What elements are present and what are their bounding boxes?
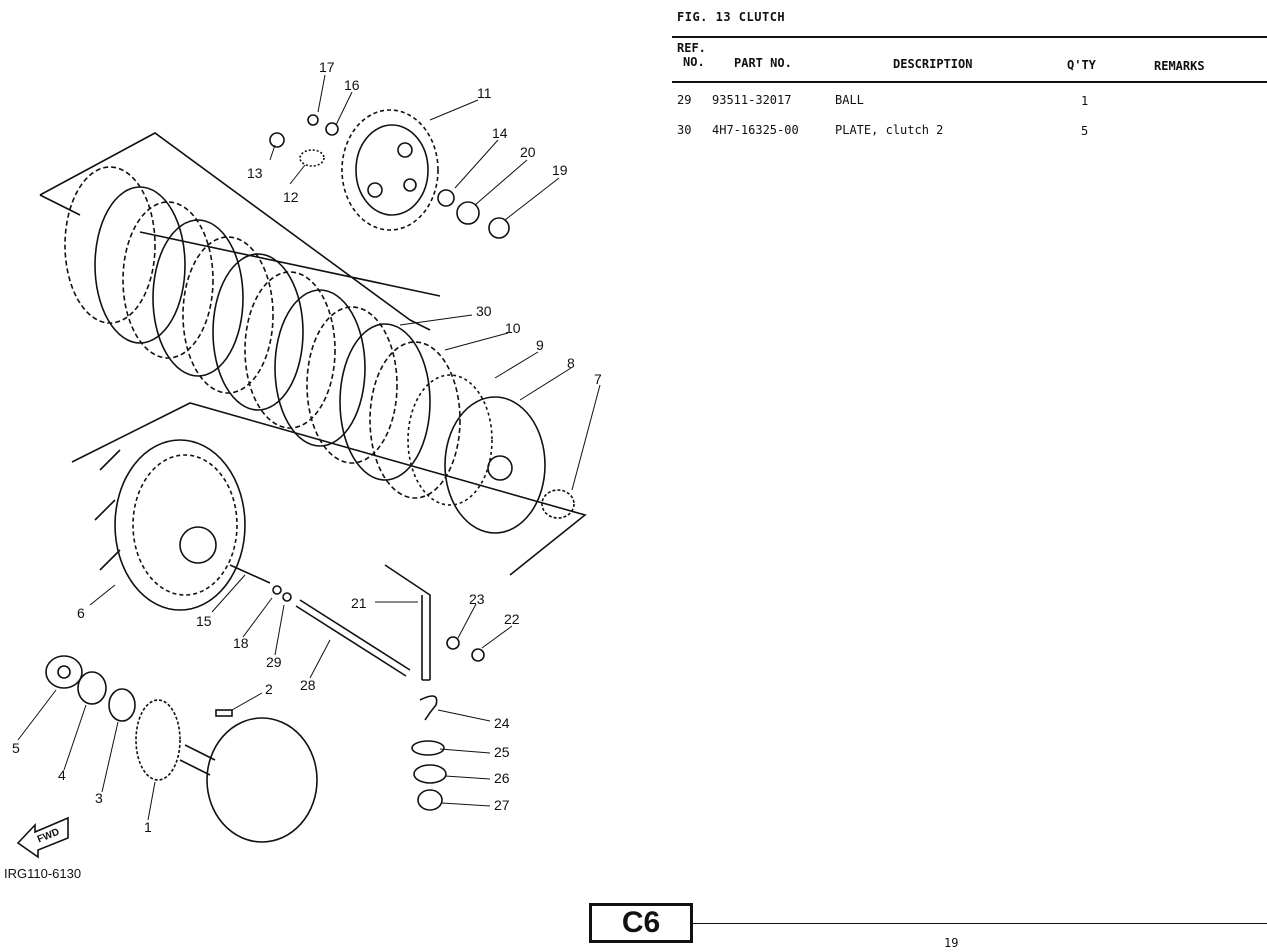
callout-27: 27	[494, 797, 510, 813]
callout-1: 1	[144, 819, 152, 835]
clutch-plate-stack	[64, 166, 461, 499]
header-part-no: PART NO.	[734, 56, 792, 70]
ball-29	[282, 592, 292, 602]
table-header-rule	[672, 81, 1267, 83]
header-ref-no: REF. NO.	[677, 41, 706, 69]
callout-10: 10	[505, 320, 521, 336]
leader-lines	[17, 74, 601, 821]
callout-7: 7	[594, 371, 602, 387]
crank-weight	[206, 717, 318, 843]
circlip-7	[541, 489, 575, 519]
callout-28: 28	[300, 677, 316, 693]
oil-seal-26	[413, 764, 447, 784]
callout-13: 13	[247, 165, 263, 181]
housing-outline	[71, 402, 587, 576]
screw-13	[269, 132, 285, 148]
header-qty: Q'TY	[1067, 58, 1096, 72]
callout-16: 16	[344, 77, 360, 93]
callout-2: 2	[265, 681, 273, 697]
callout-21: 21	[351, 595, 367, 611]
callout-15: 15	[196, 613, 212, 629]
callout-22: 22	[504, 611, 520, 627]
fwd-arrow-icon	[16, 816, 69, 859]
callout-5: 5	[12, 740, 20, 756]
callout-20: 20	[520, 144, 536, 160]
screw-17	[307, 114, 319, 126]
ball-18	[272, 585, 282, 595]
nut-14	[437, 189, 455, 207]
clutch-exploded-diagram: 11 17 16 13 12 14 20 19 30 10 9 8 7 6 15…	[4, 59, 602, 881]
callout-11: 11	[477, 85, 492, 101]
callout-24: 24	[494, 715, 510, 731]
row-description: PLATE, clutch 2	[835, 123, 944, 137]
row-ref: 29	[677, 93, 692, 107]
footer-rule	[693, 923, 1267, 924]
header-ref-line1: REF.	[677, 41, 706, 55]
callout-25: 25	[494, 744, 510, 760]
nut-5	[45, 655, 83, 689]
row-qty: 1	[1081, 94, 1089, 108]
washer-16	[325, 122, 339, 136]
row-ref: 30	[677, 123, 692, 137]
callout-30: 30	[476, 303, 492, 319]
spring-24	[419, 695, 438, 721]
table-top-rule	[672, 36, 1267, 38]
section-code-box: C6	[589, 903, 693, 943]
primary-plate	[444, 396, 546, 534]
figure-title: FIG. 13 CLUTCH	[677, 10, 786, 24]
drawing-code: IRG110-6130	[4, 866, 81, 881]
clutch-boss	[407, 374, 493, 506]
callout-8: 8	[567, 355, 575, 371]
plate-stack-outline	[39, 132, 441, 331]
header-remarks: REMARKS	[1154, 59, 1205, 73]
callout-14: 14	[492, 125, 508, 141]
spring-12	[299, 149, 325, 167]
callout-29: 29	[266, 654, 282, 670]
callout-3: 3	[95, 790, 103, 806]
callout-17: 17	[319, 59, 335, 75]
header-ref-line2: NO.	[683, 55, 705, 69]
callout-labels: 11 17 16 13 12 14 20 19 30 10 9 8 7 6 15…	[4, 59, 602, 881]
washer-23	[446, 636, 460, 650]
callout-9: 9	[536, 337, 544, 353]
callout-26: 26	[494, 770, 510, 786]
clutch-housing	[94, 439, 246, 611]
circlip-25	[411, 740, 445, 756]
pressure-plate	[341, 109, 439, 231]
nut-20	[456, 201, 480, 225]
callout-12: 12	[283, 189, 299, 205]
row-part-no: 93511-32017	[712, 93, 792, 107]
washer-4	[77, 671, 107, 705]
screw-22	[471, 648, 485, 662]
callout-6: 6	[77, 605, 85, 621]
push-lever-21	[384, 564, 431, 681]
washer-3	[108, 688, 136, 722]
callout-4: 4	[58, 767, 66, 783]
row-part-no: 4H7-16325-00	[712, 123, 799, 137]
bearing-27	[417, 789, 443, 811]
push-rod-28	[295, 599, 411, 677]
callout-18: 18	[233, 635, 249, 651]
gear-1	[135, 699, 181, 781]
lockwasher-19	[488, 217, 510, 239]
row-qty: 5	[1081, 124, 1089, 138]
callout-23: 23	[469, 591, 485, 607]
key-2	[215, 709, 233, 717]
header-description: DESCRIPTION	[893, 57, 973, 71]
callout-19: 19	[552, 162, 568, 178]
row-description: BALL	[835, 93, 864, 107]
page-number: 19	[944, 936, 959, 950]
push-rod-15	[229, 564, 271, 584]
